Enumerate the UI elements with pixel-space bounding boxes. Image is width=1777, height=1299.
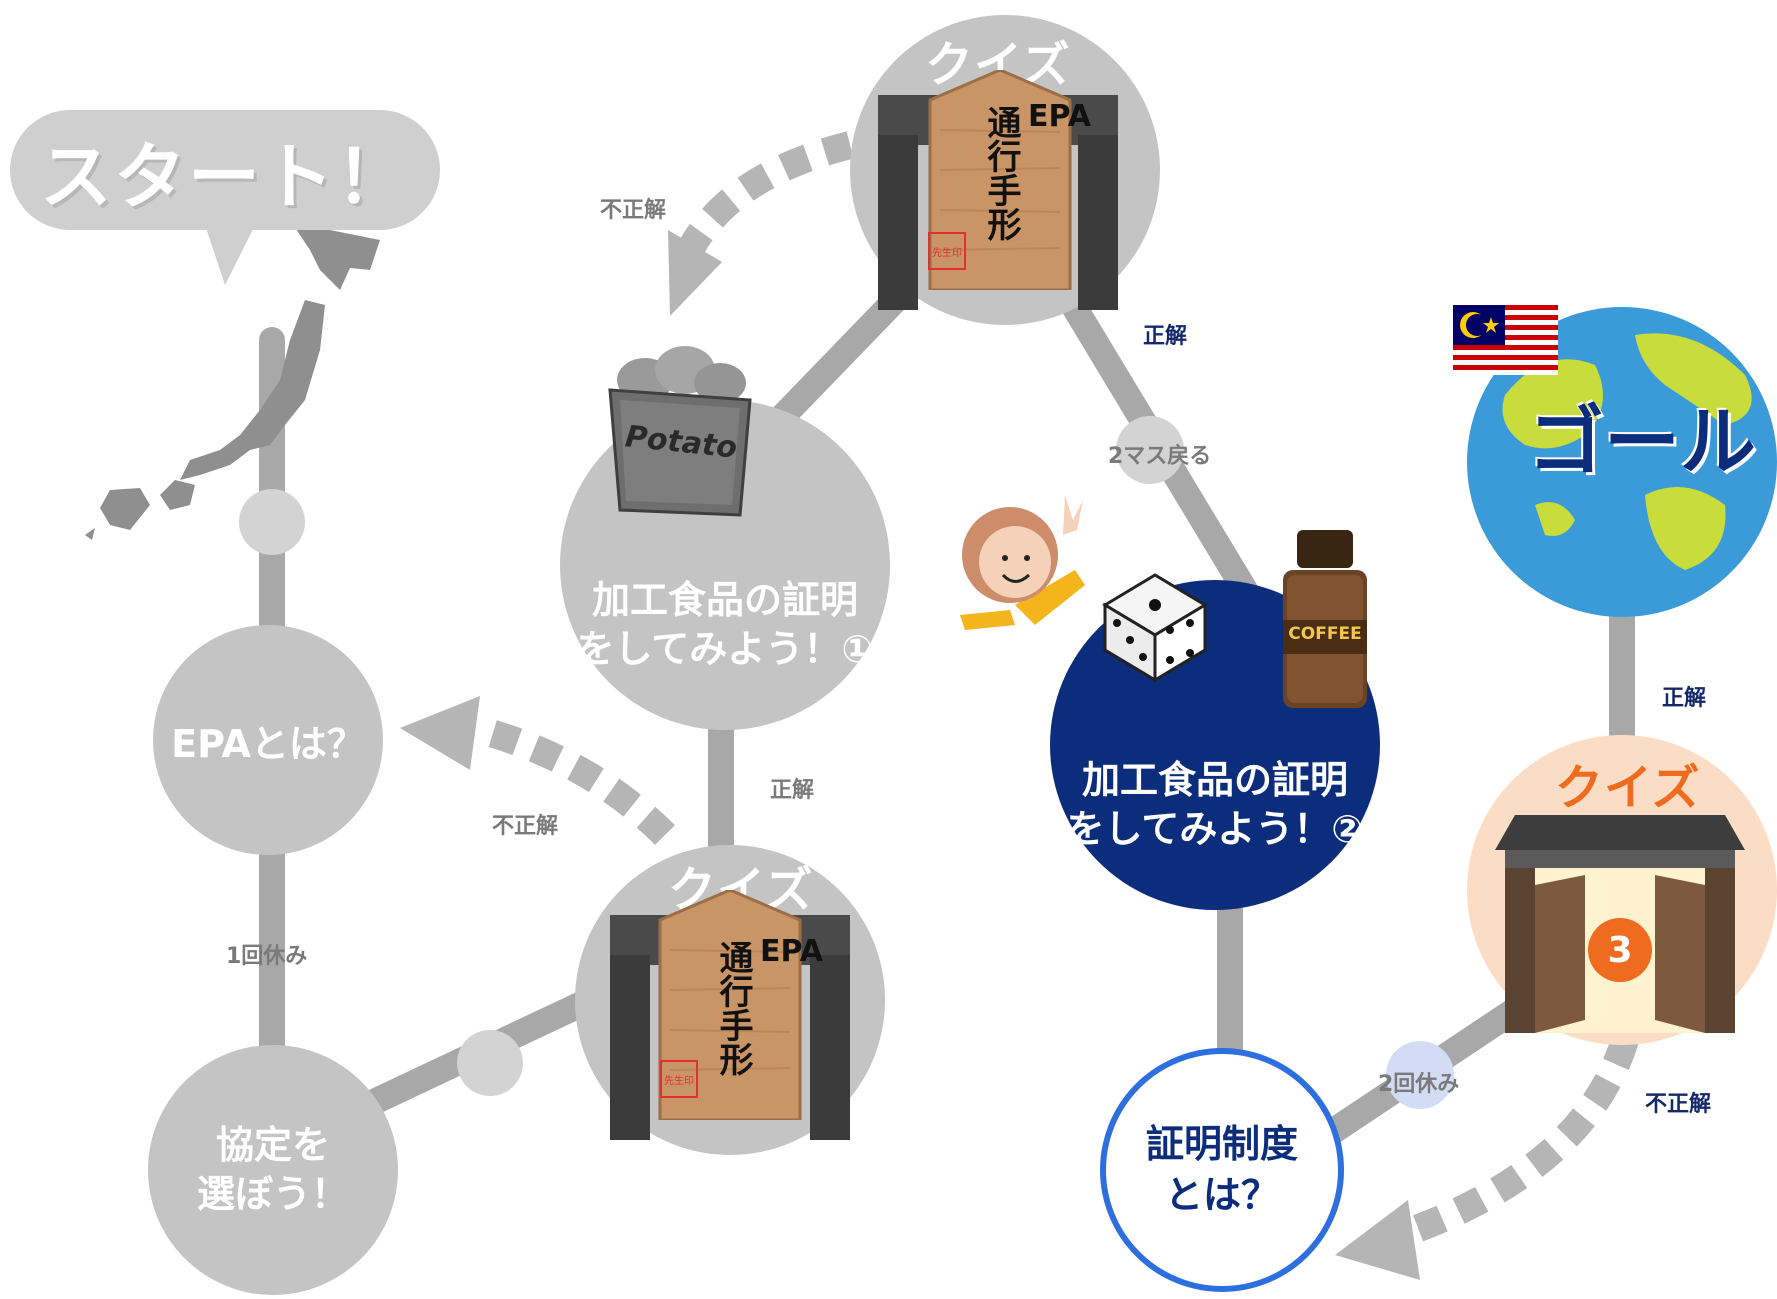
tablet-epa-2: EPA (1028, 99, 1091, 134)
certification-line2: とは？ (1164, 1173, 1279, 1217)
gate-closed-icon-2 (878, 95, 1118, 310)
label-correct-goal: 正解 (1662, 686, 1707, 711)
potato-chips-icon (608, 346, 752, 517)
incorrect-arrow-2-path (476, 716, 675, 845)
path-dot-3 (1116, 416, 1184, 484)
arrowhead-3 (1335, 1200, 1420, 1280)
certification-line1: 証明制度 (1145, 1121, 1298, 1166)
goal-label: ゴール (1528, 397, 1756, 486)
quiz-3-number-badge: 3 (1588, 918, 1652, 982)
label-rest-1: 1回休み (226, 944, 308, 969)
proof-1-line1: 加工食品の証明 (591, 577, 858, 622)
proof-2-line2: をしてみよう！② (1066, 807, 1364, 851)
start-bubble: スタート！ (10, 110, 440, 230)
tablet-epa-1: EPA (760, 934, 823, 969)
proof-1-line2: をしてみよう！① (576, 627, 874, 671)
path-dot-1 (239, 489, 305, 555)
label-correct-mid: 正解 (770, 778, 815, 803)
tablet-seal-1: 先生印 (660, 1060, 698, 1098)
step-what-is-epa-label: EPAとは？ (171, 721, 365, 766)
incorrect-arrow-1-path (677, 131, 854, 257)
label-incorrect-top: 不正解 (600, 198, 667, 223)
coffee-label: COFFEE (1288, 624, 1362, 644)
tablet-pass-1: 通行手形 (713, 940, 753, 1076)
speech-tail (205, 225, 255, 285)
coffee-jar-icon (1283, 530, 1367, 708)
label-back-2: 2マス戻る (1108, 444, 1212, 469)
path-dot-2 (457, 1030, 523, 1096)
path-dot-4 (1386, 1041, 1454, 1109)
globe-icon (1467, 307, 1777, 617)
step-certification[interactable]: 証明制度 とは？ (1100, 1048, 1344, 1292)
label-correct-top: 正解 (1143, 324, 1188, 349)
incorrect-arrow-3-path (1395, 1035, 1639, 1249)
quiz-label-3: クイズ (1555, 760, 1701, 816)
step-what-is-epa[interactable]: EPAとは？ (153, 625, 383, 855)
choose-agreement-line1: 協定を (215, 1122, 330, 1167)
gate-open-icon (1495, 815, 1745, 1033)
malaysia-flag-icon (1453, 305, 1558, 375)
tablet-pass-2: 通行手形 (981, 105, 1021, 241)
arrowhead-2 (400, 696, 480, 770)
proof-2-line1: 加工食品の証明 (1081, 757, 1348, 802)
smiling-person-icon (960, 495, 1085, 630)
label-incorrect-goal: 不正解 (1645, 1092, 1712, 1117)
japan-map-icon (85, 220, 380, 540)
choose-agreement-line2: 選ぼう！ (196, 1172, 349, 1216)
step-choose-agreement[interactable]: 協定を 選ぼう！ (148, 1045, 398, 1295)
label-incorrect-mid: 不正解 (492, 814, 559, 839)
label-rest-2: 2回休み (1378, 1072, 1460, 1097)
start-label: スタート！ (39, 134, 410, 219)
tablet-seal-2: 先生印 (928, 232, 966, 270)
dice-icon (1102, 573, 1208, 683)
arrowhead-1 (668, 230, 722, 316)
